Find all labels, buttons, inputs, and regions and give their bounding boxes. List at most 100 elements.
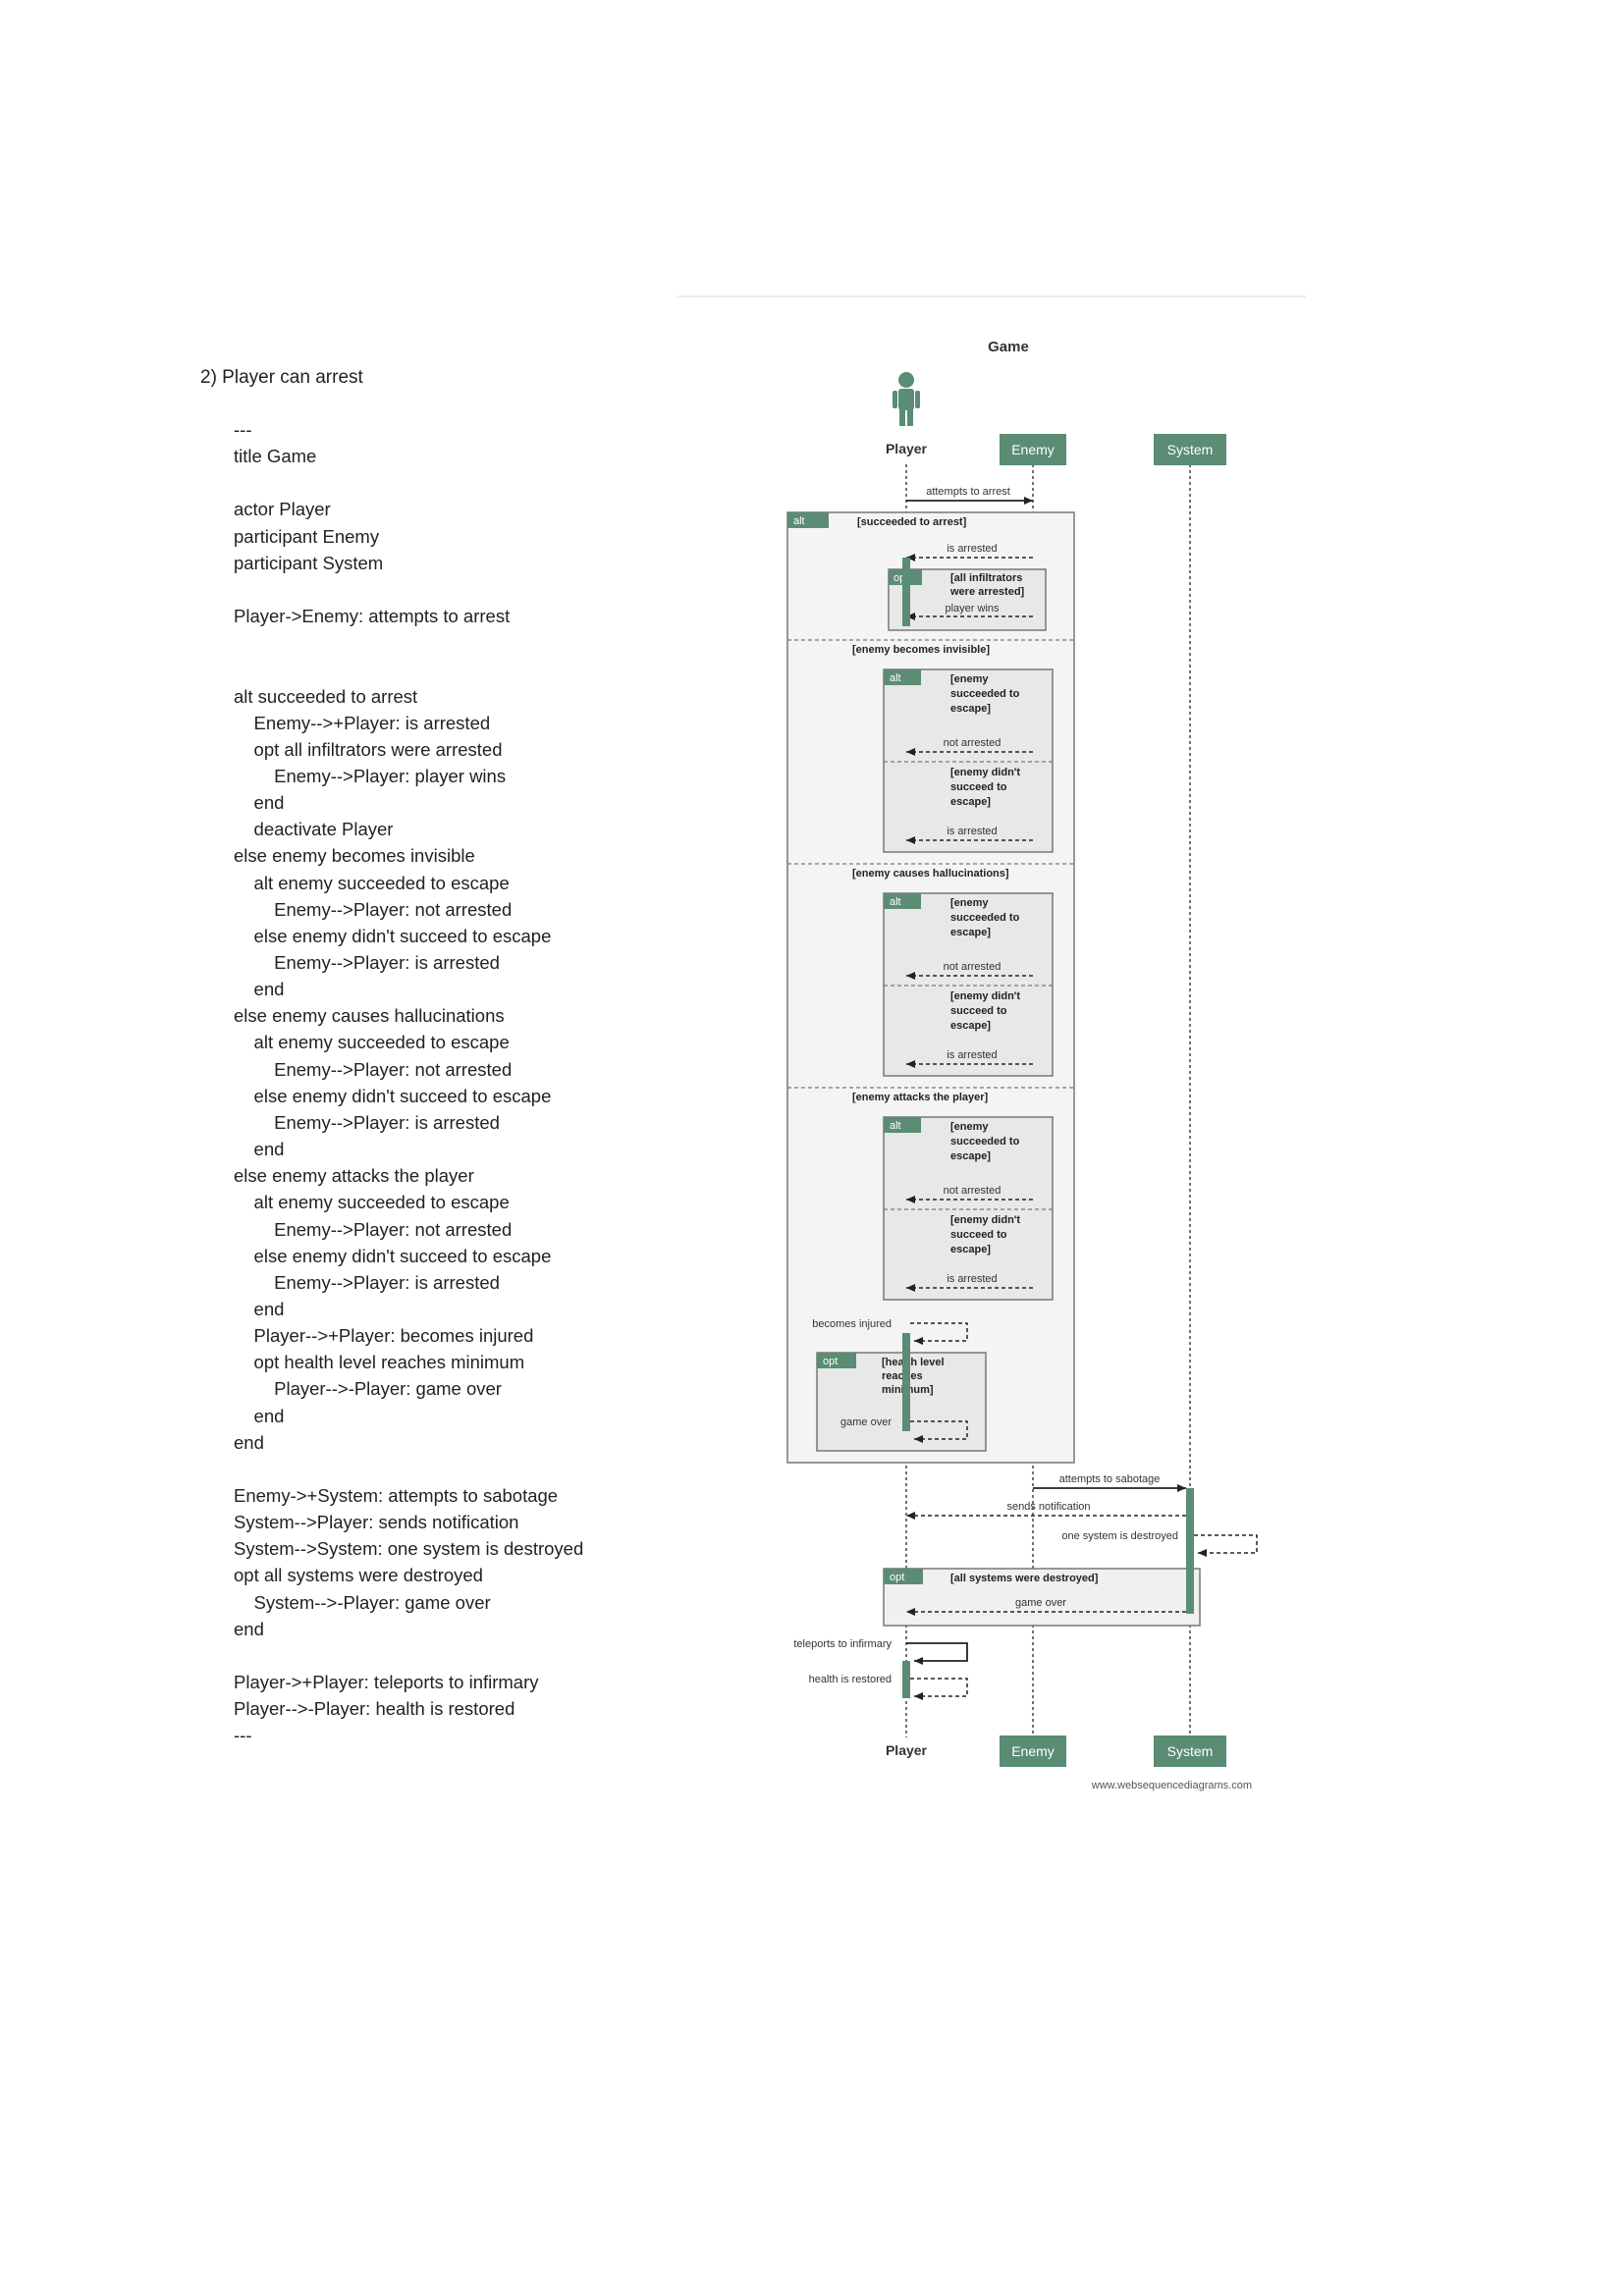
msg-label: game over [1015, 1597, 1066, 1609]
player-actor-icon [893, 372, 920, 426]
code-line: end [234, 1298, 285, 1319]
msg-becomes-injured [910, 1322, 968, 1345]
code-line: opt all infiltrators were arrested [234, 738, 503, 760]
code-line: --- [234, 419, 252, 440]
code-line: else enemy becomes invisible [234, 845, 475, 867]
svg-text:is arrested: is arrested [947, 826, 997, 837]
diagram-title: Game [988, 339, 1029, 355]
code-line: Enemy-->Player: is arrested [234, 952, 500, 973]
frame-tag [787, 512, 829, 528]
inner-alt-frame-2: alt [enemy succeeded to escape] not arre… [883, 892, 1054, 1077]
msg-label: health is restored [809, 1674, 892, 1685]
msg-one-system-destroyed [1194, 1534, 1258, 1557]
participant-system-bottom: System [1167, 1743, 1214, 1759]
participant-system-top-box [1154, 434, 1226, 465]
svg-text:not arrested: not arrested [944, 1185, 1001, 1197]
participant-player-top: Player [886, 441, 928, 456]
code-line: else enemy attacks the player [234, 1165, 474, 1187]
svg-text:alt: alt [890, 672, 901, 684]
frame-guard: [health level [882, 1357, 945, 1368]
code-line: System-->System: one system is destroyed [234, 1538, 584, 1560]
svg-text:escape]: escape] [950, 703, 991, 715]
msg-label: game over [840, 1416, 892, 1428]
frame-guard: [enemy becomes invisible] [852, 644, 990, 656]
code-line: title Game [234, 446, 317, 467]
sequence-diagram: Game Player Enemy System attempts to arr… [677, 285, 1478, 1821]
msg-health-restored [910, 1678, 968, 1700]
inner-alt-frame-1: alt [enemy succeeded to escape] not arre… [883, 668, 1054, 853]
frame-guard: reaches [882, 1370, 923, 1382]
frame-guard: [all infiltrators [950, 572, 1022, 584]
svg-text:not arrested: not arrested [944, 737, 1001, 749]
code-line: end [234, 1139, 285, 1160]
code-line: Enemy-->Player: not arrested [234, 898, 513, 920]
svg-text:[enemy: [enemy [950, 673, 989, 685]
code-line: alt enemy succeeded to escape [234, 872, 510, 893]
svg-text:[enemy didn't: [enemy didn't [950, 1214, 1020, 1226]
opt-frame-health [816, 1352, 987, 1452]
participant-enemy-bottom-box [1000, 1735, 1066, 1767]
svg-text:is arrested: is arrested [947, 1049, 997, 1061]
svg-text:escape]: escape] [950, 927, 991, 938]
code-line: Enemy-->Player: not arrested [234, 1058, 513, 1080]
code-line: Enemy-->+Player: is arrested [234, 712, 491, 733]
code-line: alt enemy succeeded to escape [234, 1192, 510, 1213]
msg-label: player wins [945, 603, 1000, 614]
code-line: alt succeeded to arrest [234, 685, 418, 707]
code-line: opt health level reaches minimum [234, 1352, 525, 1373]
participant-player-bottom: Player [886, 1742, 928, 1758]
msg-label: attempts to sabotage [1059, 1473, 1161, 1485]
code-line: end [234, 1618, 264, 1639]
svg-text:alt: alt [890, 1120, 901, 1132]
frame-tag-label: opt [823, 1356, 838, 1367]
msg-label: attempts to arrest [926, 486, 1010, 498]
msg-game-over [910, 1420, 968, 1443]
frame-guard: [all systems were destroyed] [950, 1573, 1099, 1584]
code-panel: 2) Player can arrest --- title Game actor … [0, 0, 648, 1787]
svg-text:succeed to: succeed to [950, 1005, 1007, 1017]
code-line: Player-->-Player: game over [234, 1378, 502, 1400]
svg-text:[enemy: [enemy [950, 897, 989, 909]
code-line: Enemy-->Player: not arrested [234, 1218, 513, 1240]
code-line: else enemy didn't succeed to escape [234, 925, 552, 946]
code-line: end [234, 1405, 285, 1426]
code-line: Player-->-Player: health is restored [234, 1698, 515, 1720]
inner-alt-frame-3: alt [enemy succeeded to escape] not arre… [883, 1116, 1054, 1301]
svg-text:not arrested: not arrested [944, 961, 1001, 973]
code-line: alt enemy succeeded to escape [234, 1032, 510, 1053]
code-line: actor Player [234, 499, 331, 520]
participant-system-bottom-box [1154, 1735, 1226, 1767]
msg-label: is arrested [947, 543, 997, 555]
svg-text:[enemy didn't: [enemy didn't [950, 990, 1020, 1002]
frame-tag-label: alt [793, 515, 805, 527]
code-line: deactivate Player [234, 819, 394, 840]
participant-system-top: System [1167, 442, 1214, 457]
svg-text:alt: alt [890, 896, 901, 908]
svg-text:[enemy didn't: [enemy didn't [950, 767, 1020, 778]
watermark: www.websequencediagrams.com [1091, 1780, 1252, 1791]
player-activation [902, 558, 910, 626]
player-activation [902, 1333, 910, 1431]
frame-tag-label: opt [890, 1572, 904, 1583]
code-line: System-->-Player: game over [234, 1591, 491, 1613]
msg-label: teleports to infirmary [793, 1638, 892, 1650]
frame-guard: were arrested] [949, 586, 1025, 598]
code-line: else enemy didn't succeed to escape [234, 1245, 552, 1266]
code-line: end [234, 1431, 264, 1453]
code-line: Enemy-->Player: player wins [234, 765, 507, 786]
frame-guard: [enemy causes hallucinations] [852, 868, 1009, 880]
svg-text:escape]: escape] [950, 1244, 991, 1255]
section-heading: 2) Player can arrest [200, 367, 363, 388]
code-line: Player-->+Player: becomes injured [234, 1325, 534, 1347]
code-line: System-->Player: sends notification [234, 1512, 519, 1533]
msg-teleports [906, 1642, 968, 1665]
svg-text:succeeded to: succeeded to [950, 688, 1020, 700]
svg-text:succeeded to: succeeded to [950, 1136, 1020, 1148]
participant-enemy-top: Enemy [1011, 442, 1055, 457]
svg-text:succeed to: succeed to [950, 1229, 1007, 1241]
code-line: end [234, 979, 285, 1000]
msg-label: one system is destroyed [1061, 1530, 1178, 1542]
svg-text:escape]: escape] [950, 1150, 991, 1162]
code-line: participant System [234, 552, 384, 573]
msg-label: sends notification [1007, 1501, 1091, 1513]
